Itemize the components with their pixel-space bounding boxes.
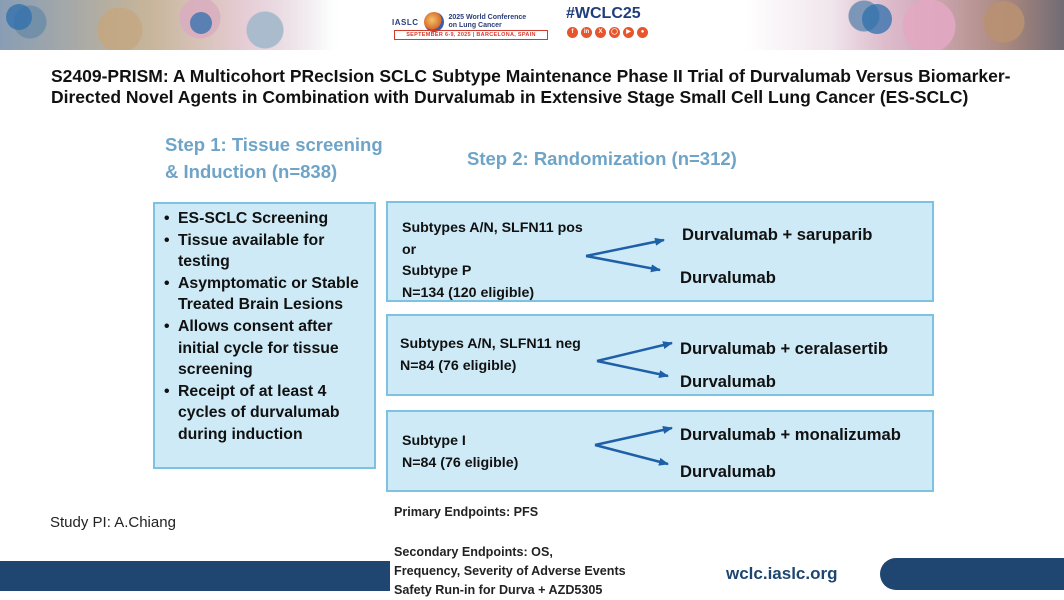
cohort3-randomization-arrows — [594, 426, 673, 466]
criteria-item: ES-SCLC Screening — [161, 208, 368, 230]
cohort1-line: N=134 (120 eligible) — [402, 284, 535, 301]
instagram-icon[interactable]: ◯ — [609, 27, 620, 38]
cohort3-arm-control: Durvalumab — [680, 462, 776, 481]
conference-hashtag: #WCLC25 — [566, 5, 641, 22]
cohort-box-1: Subtypes A/N, SLFN11 pos or Subtype P N=… — [386, 201, 934, 302]
cohort1-arm-combination: Durvalumab + saruparib — [682, 225, 873, 244]
cohort2-arm-combination: Durvalumab + ceralasertib — [680, 339, 888, 358]
globe-logo-icon — [423, 12, 444, 32]
cohort-box-2: Subtypes A/N, SLFN11 neg N=84 (76 eligib… — [386, 314, 934, 396]
youtube-icon[interactable]: ▶ — [623, 27, 634, 38]
secondary-endpoint-line: Safety Run-in for Durva + AZD5305 — [394, 583, 603, 597]
decorative-circle — [862, 4, 892, 34]
secondary-endpoint-line: Secondary Endpoints: OS, — [394, 545, 553, 559]
iaslc-logo-text: IASLC — [392, 17, 419, 27]
wechat-icon[interactable]: ● — [637, 27, 648, 38]
conference-name: 2025 World Conference on Lung Cancer — [448, 14, 527, 29]
criteria-list: ES-SCLC Screening Tissue available for t… — [161, 208, 368, 446]
primary-endpoints: Primary Endpoints: PFS — [394, 505, 539, 519]
cohort2-arm-control: Durvalumab — [680, 372, 776, 391]
conference-banner: IASLC 2025 World Conference on Lung Canc… — [0, 0, 1064, 50]
study-pi: Study PI: A.Chiang — [50, 514, 176, 531]
banner-left-artwork — [0, 0, 330, 50]
criteria-item: Receipt of at least 4 cycles of durvalum… — [161, 381, 368, 446]
linkedin-icon[interactable]: in — [581, 27, 592, 38]
cohort2-label: Subtypes A/N, SLFN11 neg N=84 (76 eligib… — [400, 334, 581, 377]
step1-heading: Step 1: Tissue screening & Induction (n=… — [165, 131, 405, 185]
criteria-item: Asymptomatic or Stable Treated Brain Les… — [161, 273, 368, 316]
criteria-item: Allows consent after initial cycle for t… — [161, 316, 368, 381]
footer-bar-left — [0, 561, 390, 591]
x-icon[interactable]: X — [595, 27, 606, 38]
cohort2-line: N=84 (76 eligible) — [400, 357, 517, 374]
cohort2-line: Subtypes A/N, SLFN11 neg — [400, 336, 581, 352]
cohort2-randomization-arrows — [596, 341, 673, 379]
cohort3-arm-combination: Durvalumab + monalizumab — [680, 425, 901, 444]
step1-heading-line1: Step 1: Tissue screening — [165, 134, 383, 155]
screening-criteria-box: ES-SCLC Screening Tissue available for t… — [153, 202, 376, 469]
decorative-circle — [190, 12, 212, 34]
cohort3-line: N=84 (76 eligible) — [402, 454, 519, 471]
conference-logo: IASLC 2025 World Conference on Lung Canc… — [392, 6, 537, 38]
slide-title: S2409-PRISM: A Multicohort PRecIsion SCL… — [51, 66, 1011, 107]
cohort3-label: Subtype I N=84 (76 eligible) — [402, 431, 518, 474]
cohort1-label: Subtypes A/N, SLFN11 pos or Subtype P N=… — [402, 218, 583, 304]
cohort1-randomization-arrows — [585, 237, 665, 273]
footer-bar-right — [880, 558, 1064, 590]
step1-heading-line2: & Induction (n=838) — [165, 161, 338, 182]
facebook-icon[interactable]: f — [567, 27, 578, 38]
cohort1-line: or — [402, 241, 417, 258]
website-url[interactable]: wclc.iaslc.org — [726, 564, 838, 583]
secondary-endpoints: Secondary Endpoints: OS, Frequency, Seve… — [394, 543, 626, 600]
cohort-box-3: Subtype I N=84 (76 eligible) Durvalumab … — [386, 410, 934, 492]
cohort1-line: Subtypes A/N, SLFN11 pos — [402, 220, 583, 236]
social-icons: f in X ◯ ▶ ● — [567, 27, 648, 38]
cohort1-arm-control: Durvalumab — [680, 268, 776, 287]
step2-heading: Step 2: Randomization (n=312) — [467, 148, 737, 169]
conference-dates: SEPTEMBER 6-9, 2025 | BARCELONA, SPAIN — [394, 30, 548, 40]
secondary-endpoint-line: Frequency, Severity of Adverse Events — [394, 564, 626, 578]
cohort3-line: Subtype I — [402, 433, 466, 449]
criteria-item: Tissue available for testing — [161, 230, 368, 273]
decorative-circle — [6, 4, 32, 30]
cohort1-line: Subtype P — [402, 263, 472, 279]
